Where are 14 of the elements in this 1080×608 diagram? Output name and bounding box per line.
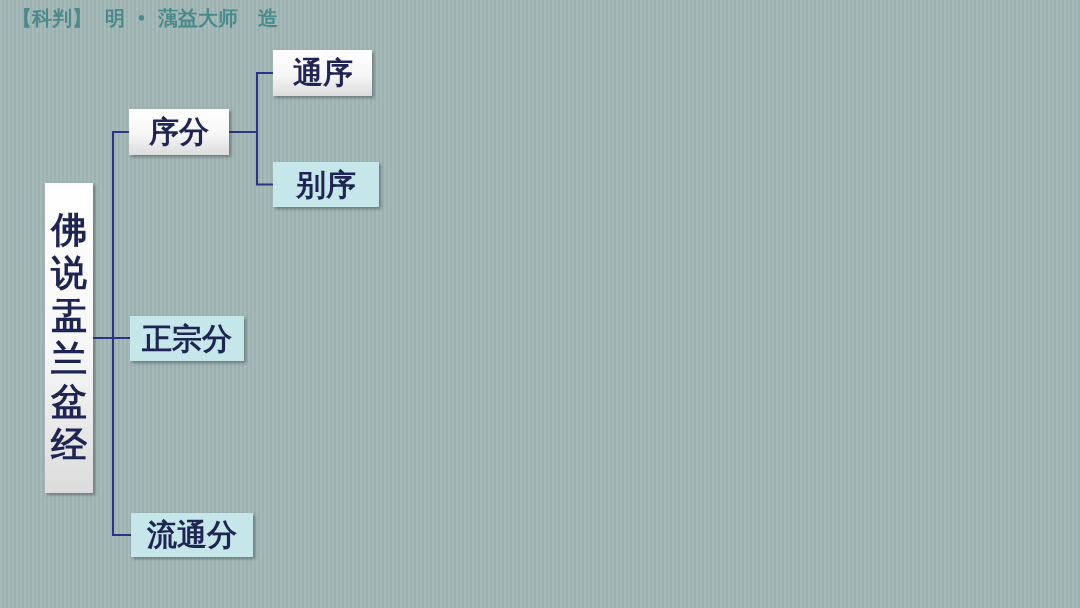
section-box	[131, 513, 253, 557]
section-box	[273, 162, 379, 207]
section-label: 正宗分	[142, 323, 232, 354]
section-label: 通序	[292, 58, 353, 88]
vertical-heading-box	[45, 183, 93, 493]
section-box	[129, 109, 229, 155]
title-text: 【科判】 明 • 蕅益大师 造	[12, 6, 278, 30]
section-label: 别序	[296, 169, 356, 200]
section-label: 流通分	[147, 520, 237, 550]
connector-line	[228, 131, 274, 186]
section-box	[130, 316, 244, 361]
vertical-heading-label: 佛说盂兰盆经	[51, 209, 87, 467]
section-box	[273, 50, 372, 96]
section-label: 序分	[149, 117, 209, 147]
